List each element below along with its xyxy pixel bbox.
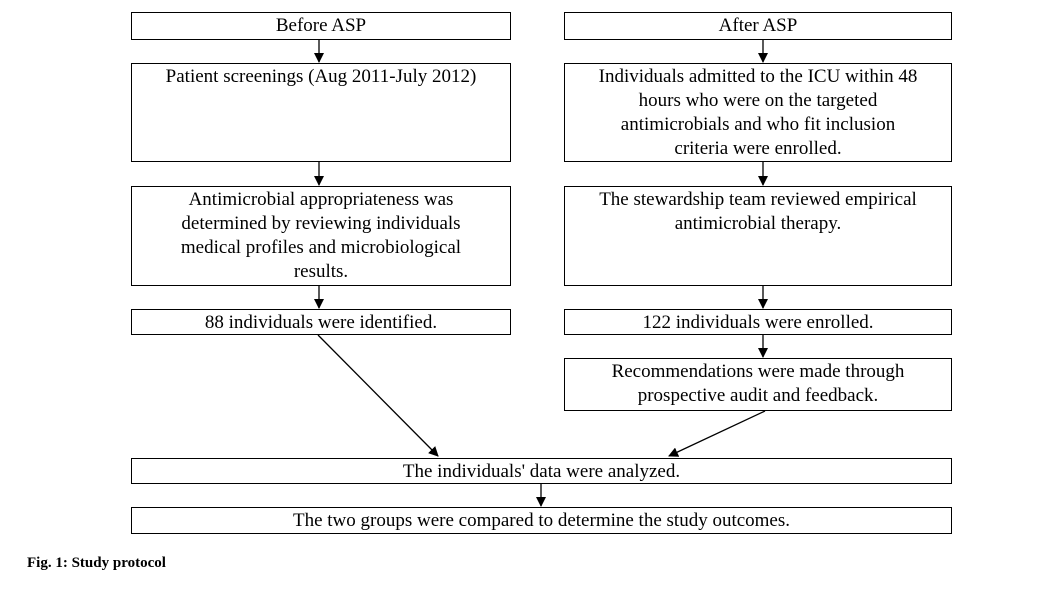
before-step-individuals-identified: 88 individuals were identified.: [131, 309, 511, 335]
figure-caption: Fig. 1: Study protocol: [27, 555, 166, 571]
after-step-icu-admissions-enrolled: Individuals admitted to the ICU within 4…: [564, 63, 952, 162]
after-asp-header: After ASP: [564, 12, 952, 40]
final-step-groups-compared: The two groups were compared to determin…: [131, 507, 952, 534]
after-step-recommendations: Recommendations were made through prospe…: [564, 358, 952, 411]
after-step-individuals-enrolled: 122 individuals were enrolled.: [564, 309, 952, 335]
before-step-appropriateness-review: Antimicrobial appropriateness was determ…: [131, 186, 511, 286]
arrow-identified-to-analyzed: [317, 334, 439, 457]
before-step-patient-screenings: Patient screenings (Aug 2011-July 2012): [131, 63, 511, 162]
after-step-stewardship-review: The stewardship team reviewed empirical …: [564, 186, 952, 286]
merge-step-data-analyzed: The individuals' data were analyzed.: [131, 458, 952, 484]
before-asp-header: Before ASP: [131, 12, 511, 40]
arrow-recommendations-to-analyzed: [668, 410, 766, 457]
